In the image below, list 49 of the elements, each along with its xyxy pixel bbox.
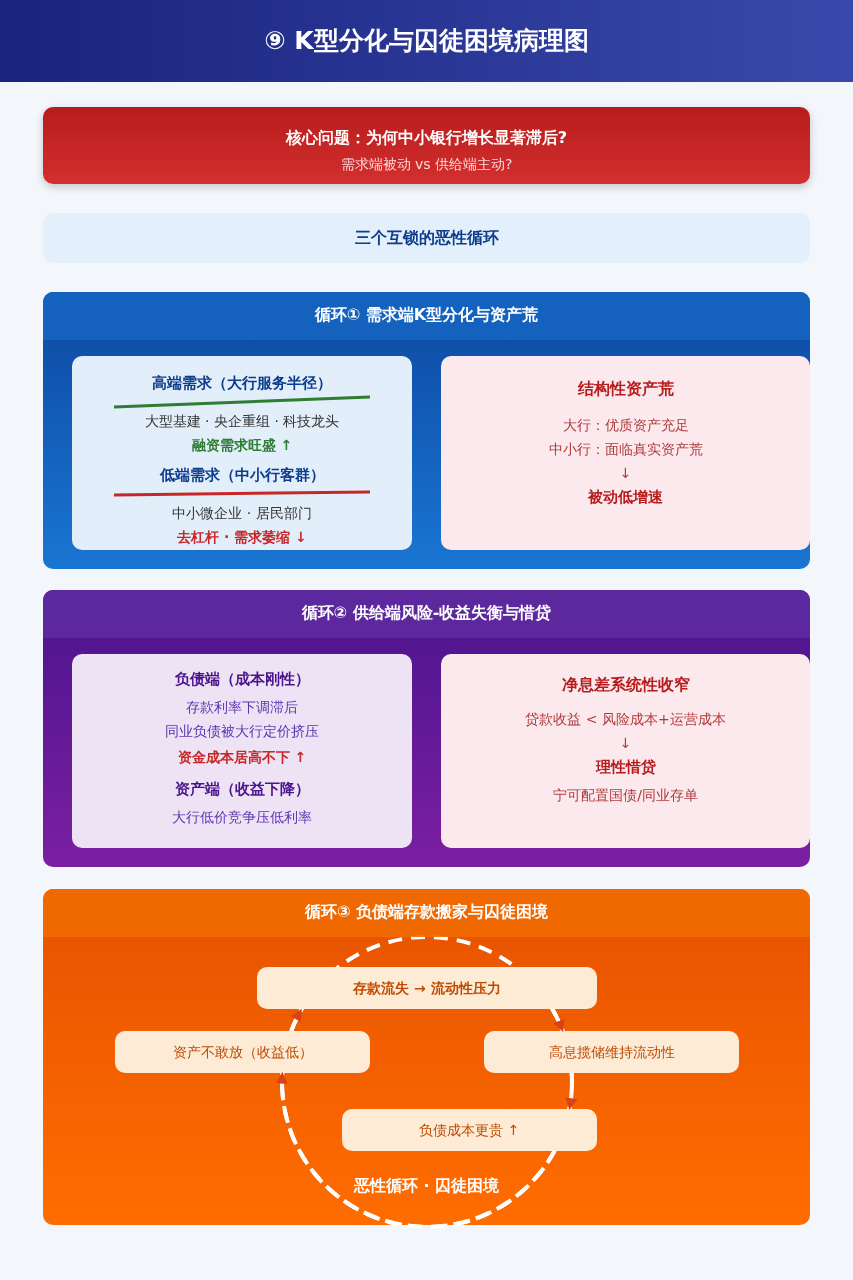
conclusion-text: 被动低增速 — [586, 487, 664, 508]
down-arrow-text: ↓ — [618, 734, 633, 753]
trend-text: 资金成本居高不下 ↑ — [176, 748, 308, 767]
step-text: 负债成本更贵 ↑ — [418, 1121, 521, 1140]
subheading: 高端需求（大行服务半径） — [151, 373, 333, 394]
section-heading: 三个互锁的恶性循环 — [353, 227, 500, 249]
subtitle: 需求端被动 vs 供给端主动? — [339, 155, 514, 174]
cycle-panel — [43, 590, 810, 867]
trend-text: 去杠杆 · 需求萎缩 ↓ — [176, 528, 308, 547]
body-text: 宁可配置国债/同业存单 — [552, 786, 699, 805]
card-heading: 结构性资产荒 — [576, 378, 675, 400]
info-card — [441, 356, 810, 550]
body-text: 同业负债被大行定价挤压 — [164, 722, 320, 741]
question-heading: 核心问题：为何中小银行增长显著滞后? — [284, 127, 569, 149]
body-text: 大行：优质资产充足 — [561, 416, 690, 435]
subheading: 低端需求（中小行客群） — [158, 465, 326, 486]
body-text: 存款利率下调滞后 — [185, 698, 299, 717]
panel-title: 循环② 供给端风险-收益失衡与惜贷 — [300, 602, 553, 624]
cycle-caption: 恶性循环 · 囚徒困境 — [352, 1175, 501, 1197]
step-box — [257, 967, 597, 1009]
step-box — [342, 1109, 597, 1151]
panel-title: 循环① 需求端K型分化与资产荒 — [313, 304, 540, 326]
step-box — [484, 1031, 739, 1073]
subheading: 负债端（成本刚性） — [173, 669, 311, 690]
cycle-arrow — [276, 1071, 557, 1229]
down-arrow-text: ↓ — [618, 464, 633, 483]
cycle-arrow — [550, 1008, 565, 1033]
step-box — [115, 1031, 370, 1073]
cycle-arrow — [289, 1008, 303, 1032]
subheading: 资产端（收益下降） — [173, 779, 311, 800]
step-text: 资产不敢放（收益低） — [171, 1043, 314, 1062]
page-title: ⑨ K型分化与囚徒困境病理图 — [263, 26, 590, 56]
step-text: 存款流失 → 流动性压力 — [352, 979, 502, 998]
panel-title: 循环③ 负债端存款搬家与囚徒困境 — [303, 901, 550, 923]
body-text: 中小微企业 · 居民部门 — [171, 504, 313, 523]
info-card — [72, 356, 412, 550]
info-card — [72, 654, 412, 848]
body-text: 大型基建 · 央企重组 · 科技龙头 — [143, 412, 341, 431]
body-text: 大行低价竞争压低利率 — [171, 808, 313, 827]
body-text: 贷款收益 < 风险成本+运营成本 — [524, 710, 727, 729]
step-text: 高息揽储维持流动性 — [547, 1043, 676, 1062]
cycle-arrow — [565, 1072, 578, 1111]
info-card — [441, 654, 810, 848]
card-heading: 净息差系统性收窄 — [560, 674, 691, 696]
conclusion-text: 理性惜贷 — [594, 757, 657, 778]
cycle-panel — [43, 292, 810, 569]
trend-text: 融资需求旺盛 ↑ — [190, 436, 294, 455]
problem-banner — [43, 107, 810, 184]
body-text: 中小行：面临真实资产荒 — [547, 440, 704, 459]
